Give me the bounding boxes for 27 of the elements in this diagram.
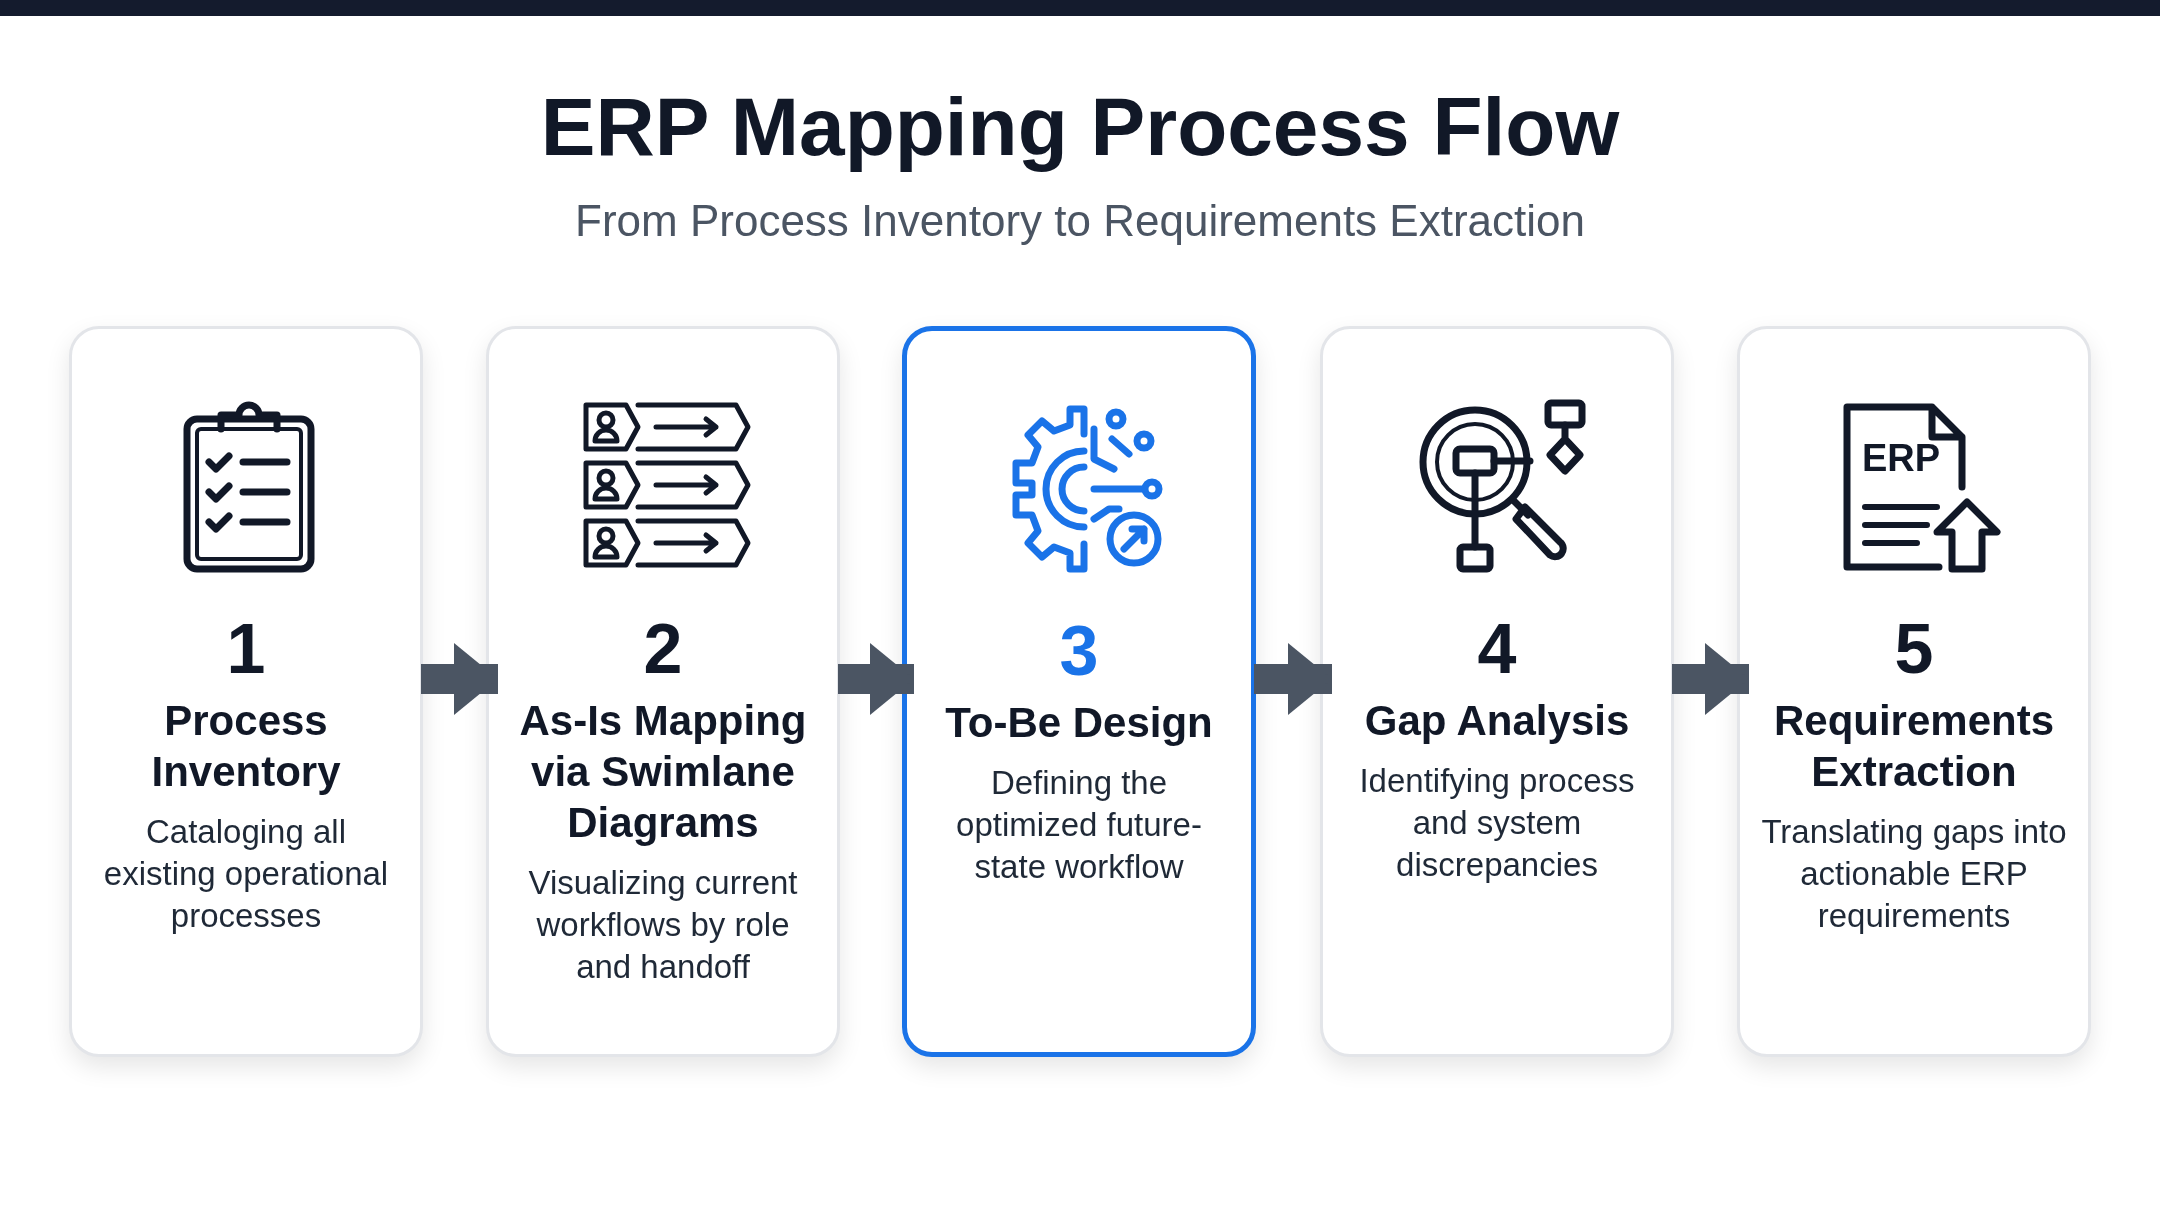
flow-arrow (1672, 643, 1749, 715)
title: ERP Mapping Process Flow (539, 80, 1621, 174)
step-title: Process Inventory (150, 696, 342, 797)
step-description: Cataloging all existing operational processes (102, 812, 390, 936)
step-card (69, 326, 423, 1057)
flow-arrow (421, 643, 498, 715)
step-number: 3 (1059, 611, 1099, 691)
step-title: To-Be Design (944, 698, 1214, 748)
step-description: Translating gaps into actionable ERP requirements (1760, 812, 2068, 936)
step-card (486, 326, 840, 1057)
step-number: 1 (226, 609, 266, 689)
flow-arrow (1254, 643, 1332, 715)
step-description: Identifying process and system discrepancies (1358, 761, 1636, 885)
flow-arrow (838, 643, 914, 715)
step-card (1737, 326, 2091, 1057)
subtitle: From Process Inventory to Requirements Extraction (574, 196, 1586, 246)
step-card (902, 326, 1256, 1057)
step-title: Gap Analysis (1363, 696, 1631, 746)
step-number: 5 (1894, 609, 1934, 689)
document-label: ERP (1862, 438, 1941, 478)
step-title: As-Is Mapping via Swimlane Diagrams (518, 696, 808, 848)
step-number: 4 (1477, 609, 1517, 689)
step-number: 2 (643, 609, 683, 689)
step-description: Visualizing current workflows by role and handoff (527, 863, 799, 987)
step-description: Defining the optimized future-state workflow (955, 763, 1203, 887)
step-card (1320, 326, 1674, 1057)
step-title: Requirements Extraction (1772, 696, 2056, 797)
